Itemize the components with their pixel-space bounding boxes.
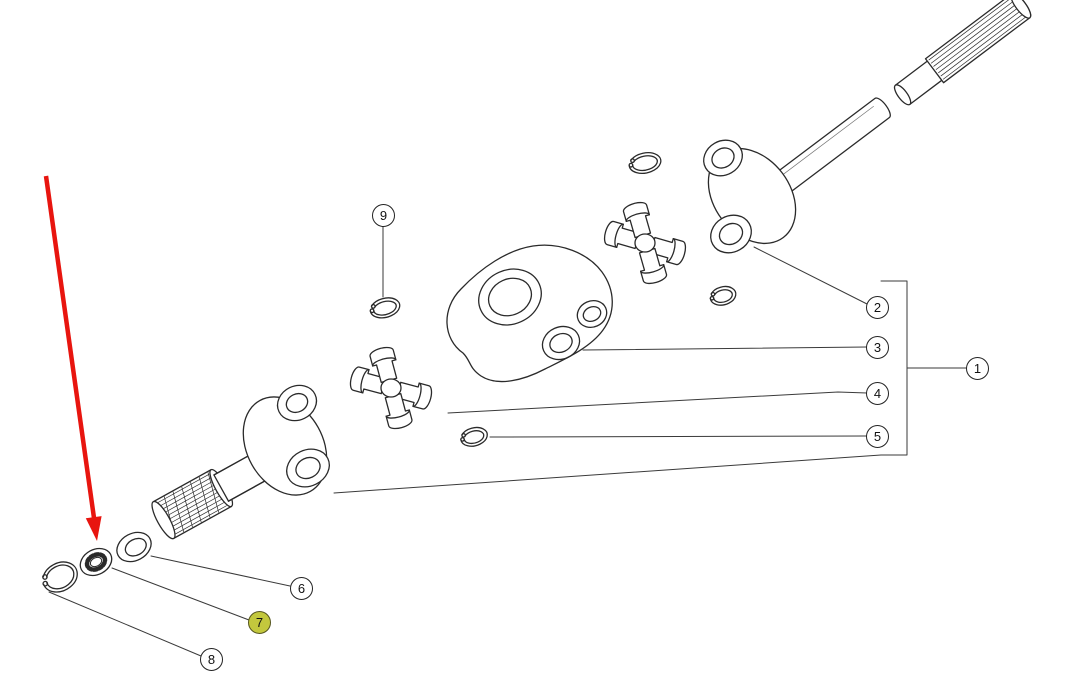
callout-2-label: 2: [873, 300, 882, 315]
leader-line-3: [582, 346, 868, 351]
shaft-yoke-right: [703, 139, 797, 254]
callout-1-label: 1: [973, 361, 982, 376]
callout-3[interactable]: 3: [866, 336, 889, 359]
callout-1[interactable]: 1: [966, 357, 989, 380]
snap-ring-top: [628, 152, 662, 174]
leader-line-5: [489, 435, 868, 438]
leader-line-8: [48, 591, 202, 657]
callout-8-label: 8: [207, 652, 216, 667]
callout-6-label: 6: [297, 581, 306, 596]
center-yoke: [446, 244, 613, 383]
u-joint-cross-right: [603, 201, 687, 285]
leader-lines: [48, 225, 967, 657]
snap-ring-5: [460, 426, 488, 447]
callout-9[interactable]: 9: [372, 204, 395, 227]
axle-shaft: [764, 97, 891, 202]
callout-8[interactable]: 8: [200, 648, 223, 671]
snap-ring-8: [42, 561, 78, 593]
leader-line-1: [333, 454, 882, 494]
leader-line-2: [753, 246, 868, 305]
callout-6[interactable]: 6: [290, 577, 313, 600]
callout-4-label: 4: [873, 386, 882, 401]
callout-5[interactable]: 5: [866, 425, 889, 448]
snap-ring-right: [709, 285, 737, 306]
callout-2[interactable]: 2: [866, 296, 889, 319]
ring-6: [116, 531, 152, 563]
snap-ring-9: [369, 297, 401, 319]
leader-line-6: [150, 555, 291, 587]
callout-5-label: 5: [873, 429, 882, 444]
callout-9-label: 9: [379, 208, 388, 223]
callout-7[interactable]: 7: [248, 611, 271, 634]
red-arrow: [43, 175, 102, 541]
leader-line-4: [447, 391, 868, 414]
u-joint-cross-center: [349, 346, 433, 430]
leader-line-7: [111, 567, 250, 621]
splined-washer-7: [79, 547, 113, 577]
assembly-bracket: [880, 280, 967, 456]
axle-shaft-splined-end: [893, 0, 1032, 106]
callout-3-label: 3: [873, 340, 882, 355]
callout-7-label: 7: [255, 615, 264, 630]
shaft-yoke-left: [242, 384, 330, 496]
callout-4[interactable]: 4: [866, 382, 889, 405]
